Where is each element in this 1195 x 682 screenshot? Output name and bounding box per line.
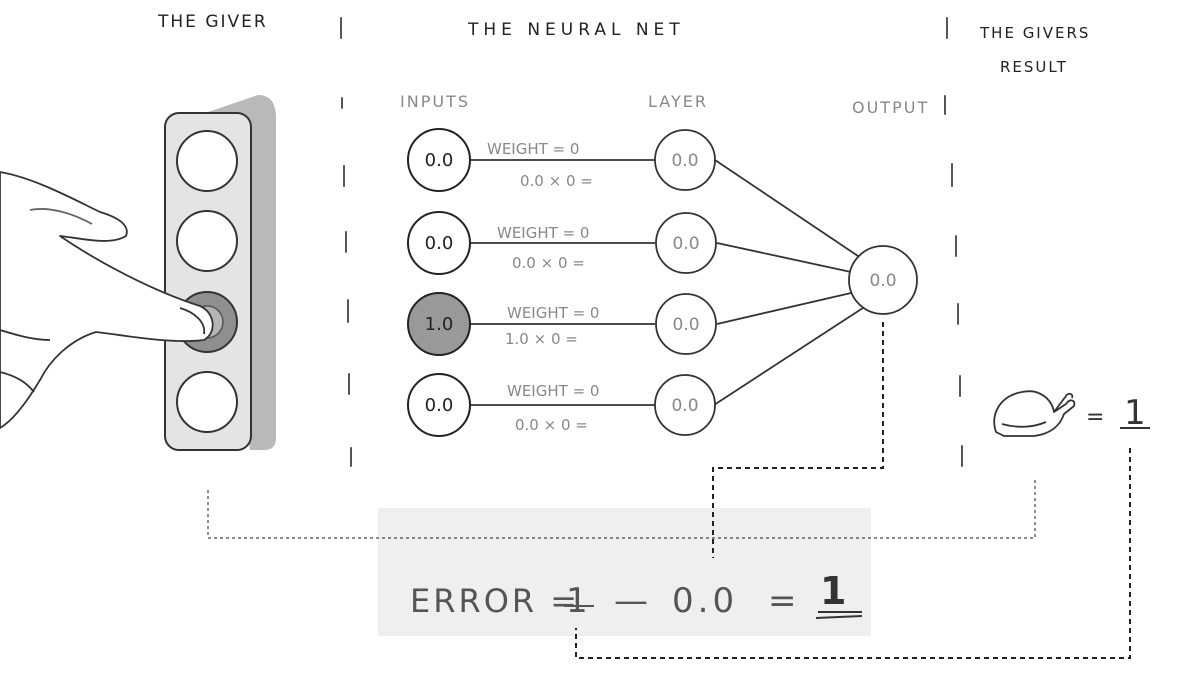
- error-target: 1: [566, 581, 588, 621]
- layer-value-2: 0.0: [672, 234, 699, 254]
- result-equals: =: [1086, 405, 1104, 430]
- calc-label-3: 1.0 × 0 =: [505, 330, 578, 348]
- result-to-error-path: [575, 448, 1131, 659]
- input-value-4: 0.0: [425, 395, 454, 416]
- calc-label-4: 0.0 × 0 =: [515, 416, 588, 434]
- inputs-label: INPUTS: [400, 92, 470, 111]
- error-equals: =: [768, 581, 797, 621]
- layer-node-3: [655, 293, 717, 355]
- hand-icon: [0, 171, 214, 429]
- weight-label-1: WEIGHT = 0: [487, 140, 579, 158]
- output-node: [848, 245, 918, 315]
- error-result: 1: [820, 569, 846, 613]
- givers-result-title-2: RESULT: [1000, 58, 1068, 76]
- input-value-1: 0.0: [425, 150, 454, 171]
- neural-net-title: THE NEURAL NET: [468, 20, 685, 40]
- connection-line: [716, 292, 852, 325]
- calc-label-2: 0.0 × 0 =: [512, 254, 585, 272]
- output-label: OUTPUT: [852, 98, 930, 117]
- error-output: 0.0: [672, 581, 738, 621]
- calc-label-1: 0.0 × 0 =: [520, 172, 593, 190]
- roast-chicken-icon: [993, 390, 1076, 437]
- connection-line: [714, 159, 859, 257]
- giver-to-result-path: [207, 480, 1036, 539]
- input-node-3-active: [407, 292, 471, 356]
- input-value-2: 0.0: [425, 233, 454, 254]
- output-value: 0.0: [869, 271, 896, 291]
- layer-value-3: 0.0: [672, 315, 699, 335]
- layer-label: LAYER: [648, 92, 708, 111]
- input-value-3: 1.0: [425, 314, 454, 335]
- output-to-error-path: [712, 322, 884, 558]
- givers-result-title: THE GIVERS: [980, 24, 1091, 42]
- input-node-1: [407, 128, 471, 192]
- output-connections: [713, 159, 867, 406]
- layer-node-1: [654, 129, 716, 191]
- result-value: 1: [1124, 393, 1146, 433]
- giver-button-2: [176, 210, 238, 272]
- layer-node-4: [654, 374, 716, 436]
- giver-title: THE GIVER: [158, 12, 268, 32]
- input-node-2: [407, 211, 471, 275]
- giver-button-1: [176, 130, 238, 192]
- error-result-underline-2: [815, 615, 863, 619]
- connection-line: [713, 305, 867, 406]
- error-label: ERROR =: [410, 582, 580, 620]
- weight-label-4: WEIGHT = 0: [507, 382, 599, 400]
- error-box: [378, 508, 871, 636]
- input-connections: [470, 159, 655, 406]
- weight-label-3: WEIGHT = 0: [507, 304, 599, 322]
- section-dividers: [340, 17, 963, 467]
- connection-line: [716, 242, 852, 273]
- weight-label-2: WEIGHT = 0: [497, 224, 589, 242]
- giver-panel: [164, 112, 252, 451]
- layer-node-2: [655, 212, 717, 274]
- layer-value-1: 0.0: [671, 151, 698, 171]
- giver-button-4: [176, 371, 238, 433]
- error-minus: —: [614, 581, 648, 621]
- layer-value-4: 0.0: [671, 396, 698, 416]
- input-node-4: [407, 373, 471, 437]
